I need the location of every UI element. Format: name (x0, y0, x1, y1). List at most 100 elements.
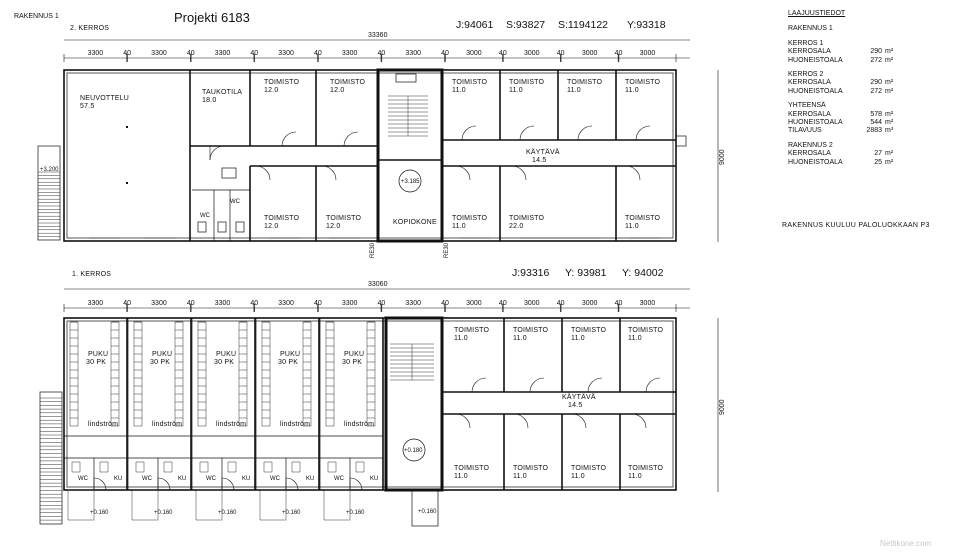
re30-label: RE30 (444, 242, 450, 258)
floor2-height-dim: 9000 (719, 149, 726, 165)
room-label: TOIMISTO (571, 327, 607, 334)
wc-label: WC (78, 476, 89, 482)
info-key: HUONEISTOALA (788, 119, 843, 127)
dimension-label: 3300 (405, 50, 421, 57)
room-label: TOIMISTO (509, 79, 545, 86)
dimension-label: 40 (250, 300, 258, 307)
room-label: KOPIOKONE (393, 219, 437, 226)
level-marker: +0.160 (282, 510, 301, 516)
dimension-label: 3000 (640, 50, 656, 57)
dimension-label: 40 (378, 300, 386, 307)
room-area: 18.0 (202, 97, 216, 104)
room-label: TOIMISTO (628, 327, 664, 334)
info-unit: m² (885, 158, 894, 166)
info-group-title: YHTEENSÄ (788, 102, 826, 110)
floor1-label: 1. KERROS (72, 271, 111, 278)
room-area: 11.0 (513, 473, 527, 480)
puku-label: PUKU (344, 351, 364, 358)
puku-count: 30 PK (278, 359, 298, 366)
room-area: 11.0 (513, 335, 527, 342)
dimension-label: 40 (378, 50, 386, 57)
corridor-area: 14.5 (568, 402, 582, 409)
dimension-label: 40 (314, 50, 322, 57)
floor1-height-dim: 9000 (719, 399, 726, 415)
dimension-label: 3300 (342, 300, 358, 307)
floor1-coord-3: Y: 94002 (622, 267, 664, 279)
info-key: HUONEISTOALA (788, 87, 843, 95)
floor2-coord-4: Y:93318 (627, 19, 666, 31)
dimension-label: 40 (187, 300, 195, 307)
dimension-label: 3000 (582, 50, 598, 57)
puku-count: 30 PK (342, 359, 362, 366)
dimension-label: 3000 (466, 50, 482, 57)
info-group-title: RAKENNUS 2 (788, 141, 833, 149)
locker-label: lindström (88, 421, 118, 428)
info-unit: m² (885, 150, 894, 158)
room-area: 11.0 (571, 335, 585, 342)
floor2-label: 2. KERROS (70, 25, 109, 32)
room-label: TOIMISTO (628, 465, 664, 472)
project-title: Projekti 6183 (174, 10, 250, 25)
level-marker: +0.160 (418, 509, 437, 515)
ku-label: KU (306, 476, 314, 482)
level-marker: +0.160 (218, 510, 237, 516)
wc-label: WC (142, 476, 153, 482)
dimension-label: 40 (499, 300, 507, 307)
info-value: 25 (874, 158, 882, 166)
room-label: TOIMISTO (513, 465, 549, 472)
level-marker: +3.185 (401, 179, 420, 185)
info-unit: m² (885, 56, 894, 64)
dimension-label: 40 (615, 50, 623, 57)
room-area: 12.0 (326, 223, 340, 230)
room-label: TOIMISTO (330, 79, 366, 86)
room-label: TOIMISTO (264, 79, 300, 86)
puku-count: 30 PK (86, 359, 106, 366)
building-label: RAKENNUS 1 (14, 13, 59, 20)
info-unit: m³ (885, 127, 894, 135)
info-value: 578 (870, 110, 882, 118)
puku-label: PUKU (216, 351, 236, 358)
info-key: HUONEISTOALA (788, 158, 843, 166)
room-area: 12.0 (264, 87, 278, 94)
wc-label: WC (230, 199, 241, 205)
floor2-plan (37, 68, 687, 243)
info-unit: m² (885, 119, 894, 127)
room-area: 11.0 (571, 473, 585, 480)
room-area: 11.0 (452, 87, 466, 94)
info-heading: LAAJUUSTIEDOT (788, 10, 846, 17)
ku-label: KU (114, 476, 122, 482)
room-area: 11.0 (509, 87, 523, 94)
room-area: 11.0 (567, 87, 581, 94)
floor2-room-labels: NEUVOTTELU 57.5 TAUKOTILA 18.0 TOIMISTO … (40, 79, 660, 258)
room-label: TOIMISTO (454, 327, 490, 334)
dimension-label: 3300 (215, 50, 231, 57)
info-unit: m² (885, 87, 894, 95)
info-key: KERROSALA (788, 110, 831, 118)
dimension-label: 40 (615, 300, 623, 307)
dimension-label: 40 (557, 300, 565, 307)
room-area: 11.0 (452, 223, 466, 230)
puku-label: PUKU (280, 351, 300, 358)
room-area: 11.0 (454, 335, 468, 342)
ku-label: KU (370, 476, 378, 482)
info-key: KERROSALA (788, 48, 831, 56)
dimension-label: 3300 (342, 50, 358, 57)
corridor-label: KÄYTÄVÄ (526, 148, 560, 156)
dimension-label: 40 (441, 50, 449, 57)
dimension-label: 3300 (88, 300, 104, 307)
level-marker: +3.200 (40, 167, 59, 173)
floor2-total-dim: 33360 (368, 32, 388, 39)
dimension-label: 40 (314, 300, 322, 307)
room-area: 11.0 (628, 473, 642, 480)
dimension-label: 40 (441, 300, 449, 307)
